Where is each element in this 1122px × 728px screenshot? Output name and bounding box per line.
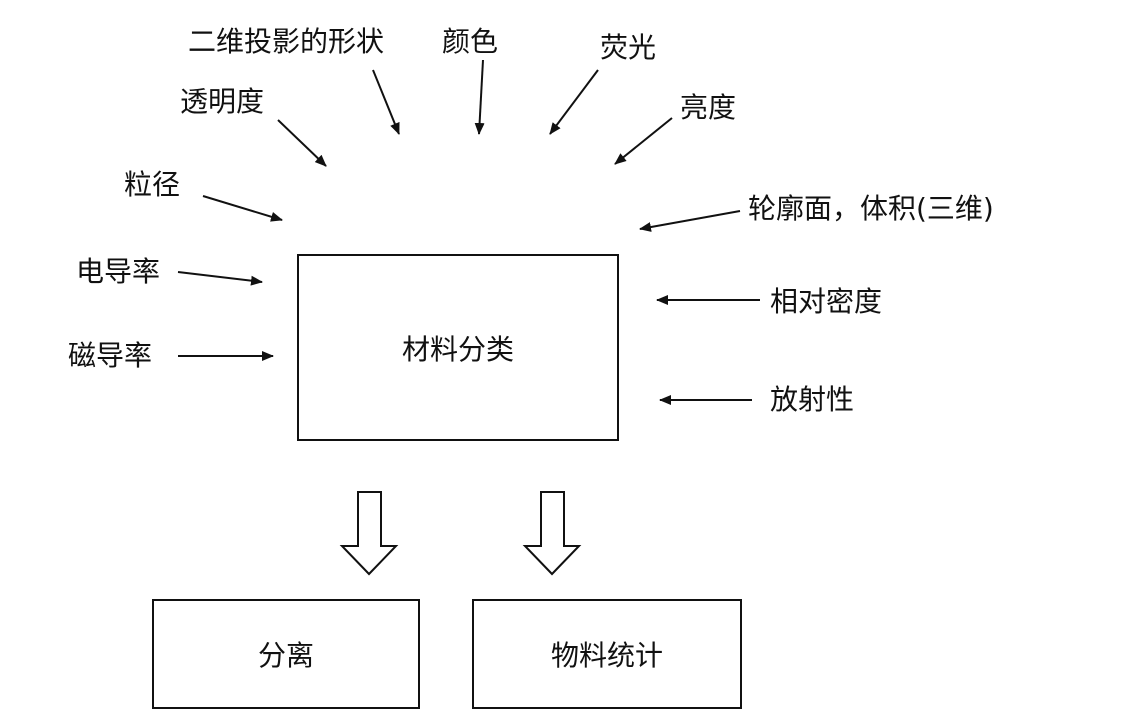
- material-statistics-label: 物料统计: [550, 639, 663, 672]
- label-magnetic-permeability: 磁导率: [68, 339, 153, 372]
- label-relative-density: 相对密度: [770, 285, 883, 318]
- arrow-particle-size: [202, 195, 283, 222]
- label-particle-size: 粒径: [124, 168, 181, 201]
- label-fluorescence: 荧光: [600, 31, 657, 64]
- arrow-electrical-conductivity: [177, 271, 263, 286]
- arrow-transparency: [277, 119, 327, 167]
- label-brightness: 亮度: [680, 91, 737, 124]
- arrow-fluorescence: [549, 69, 599, 135]
- label-contour-volume: 轮廓面，体积(三维): [748, 192, 994, 225]
- arrow-shape-2d: [372, 69, 400, 135]
- block-arrow-left: [339, 491, 399, 576]
- arrow-contour-volume: [639, 210, 741, 232]
- label-shape-2d: 二维投影的形状: [188, 25, 385, 58]
- arrow-brightness: [614, 117, 673, 165]
- block-arrow-right: [522, 491, 582, 576]
- label-color: 颜色: [442, 25, 499, 58]
- material-statistics-box: 物料统计: [472, 599, 742, 709]
- center-box: 材料分类: [297, 254, 619, 441]
- arrow-color: [474, 59, 485, 135]
- label-radioactivity: 放射性: [770, 383, 855, 416]
- label-transparency: 透明度: [180, 85, 265, 118]
- separation-label: 分离: [257, 639, 314, 672]
- center-box-label: 材料分类: [401, 332, 514, 366]
- separation-box: 分离: [152, 599, 420, 709]
- label-electrical-conductivity: 电导率: [76, 255, 161, 288]
